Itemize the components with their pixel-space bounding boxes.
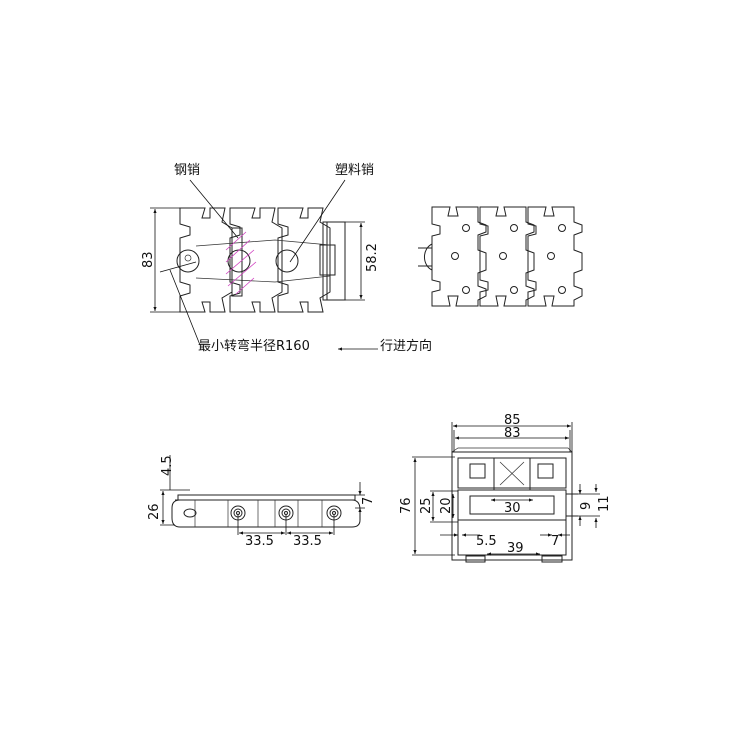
dim-25: 25 (419, 497, 434, 514)
chain-side-view (160, 455, 365, 535)
dim-39: 39 (507, 541, 524, 556)
steel-pin-label: 钢销 (174, 163, 200, 178)
side-right-dim: 7 (361, 497, 376, 505)
direction-label: 行进方向 (380, 338, 432, 354)
dim-7: 7 (551, 534, 559, 549)
pitch-dim-2: 33.5 (293, 534, 322, 549)
dim-5-5: 5.5 (476, 534, 497, 549)
dim-20: 20 (439, 497, 454, 514)
side-height-dim: 26 (147, 503, 162, 520)
top-offset-dim: 4.5 (160, 455, 175, 476)
height-dim-83: 83 (141, 251, 156, 268)
cross-section-view (412, 422, 600, 563)
pitch-dim-1: 33.5 (245, 534, 274, 549)
plastic-pin-label: 塑料销 (335, 163, 374, 178)
pin-span-dim: 58.2 (365, 243, 380, 272)
dim-9: 9 (579, 502, 594, 510)
min-radius-label: 最小转弯半径R160 (198, 338, 310, 354)
dim-30: 30 (504, 501, 521, 516)
total-height-dim: 76 (399, 497, 414, 514)
inner-width-dim: 83 (504, 426, 521, 441)
chain-plan-view (150, 179, 378, 351)
dim-11: 11 (597, 495, 612, 512)
outer-width-dim: 85 (504, 413, 521, 428)
chain-plan-view-plain (418, 206, 583, 307)
